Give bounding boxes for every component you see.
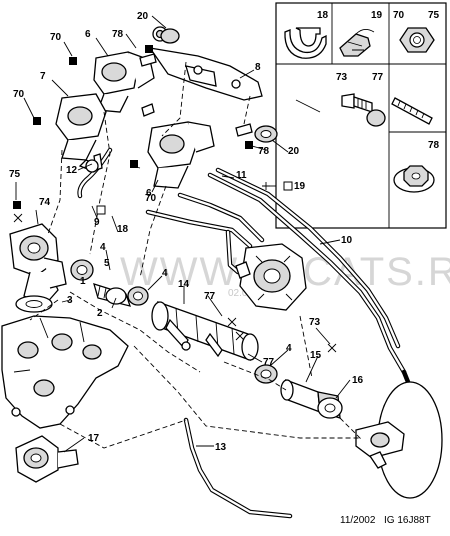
callout-14: 14 [178, 279, 190, 290]
callout-70: 70 [13, 89, 25, 100]
pipes [77, 147, 411, 519]
callout-18: 18 [117, 224, 129, 235]
grommets-20 [160, 28, 278, 143]
callout-5: 5 [104, 258, 110, 269]
callout-16: 16 [352, 375, 364, 386]
marker-cross [235, 331, 245, 341]
callout-1: 1 [80, 276, 86, 287]
callout-4: 4 [162, 268, 168, 279]
marker-arrow [262, 182, 270, 190]
nut-drawing [399, 27, 435, 53]
marker-cross [227, 317, 237, 327]
callout-6: 6 [85, 29, 91, 40]
egr-valve-left [55, 93, 107, 171]
callout-70: 70 [145, 193, 157, 204]
egr-valve-lower [147, 121, 215, 189]
callout-17: 17 [88, 433, 100, 444]
marker-square [33, 117, 41, 125]
marker-square [145, 45, 153, 53]
markers [13, 45, 337, 353]
marker-square [13, 201, 21, 209]
washer-nut-drawing [393, 165, 435, 193]
callout-11: 11 [236, 170, 247, 181]
callout-2: 2 [97, 308, 103, 319]
exhaust-manifold [1, 315, 129, 429]
marker-open-square [96, 205, 106, 215]
marker-open-square [283, 181, 293, 191]
callout-6: 6 [146, 188, 152, 199]
egr-valve-74 [9, 223, 67, 307]
egr-cooler-14 [151, 301, 259, 361]
hose-assembly [70, 259, 149, 307]
bolt-drawing [341, 93, 386, 127]
callout-20: 20 [137, 11, 149, 22]
dashed-guides [29, 61, 363, 449]
callout-19: 19 [294, 181, 306, 192]
gasket-3 [15, 295, 53, 313]
footer-date: 11/2002 [340, 515, 376, 526]
callout-10: 10 [341, 235, 353, 246]
inset-label-19: 19 [371, 10, 383, 21]
marker-square [245, 141, 253, 149]
inset-label-77: 77 [372, 72, 384, 83]
pipe-mid-2 [177, 192, 265, 243]
callout-15: 15 [310, 350, 322, 361]
clip-19-drawing [339, 29, 375, 57]
callout-12: 12 [66, 165, 78, 176]
callout-9: 9 [94, 217, 100, 228]
callout-75: 75 [9, 169, 21, 180]
egr-adapter-17 [15, 435, 79, 483]
clip-18-drawing [284, 27, 327, 59]
callout-74: 74 [39, 197, 51, 208]
inset-label-75: 75 [428, 10, 440, 21]
callout-73: 73 [309, 317, 321, 328]
marker-square [130, 160, 138, 168]
marker-cross [327, 343, 337, 353]
marker-square [69, 57, 77, 65]
inset-label-73: 73 [336, 72, 348, 83]
callout-3: 3 [67, 295, 73, 306]
bracket-8 [148, 47, 263, 101]
marker-cross [13, 213, 23, 223]
callout-78: 78 [258, 146, 270, 157]
vacuum-pump [235, 243, 307, 311]
vacuum-reservoir [355, 381, 443, 499]
callout-77: 77 [204, 291, 216, 302]
footer-code: IG 16J88T [384, 515, 431, 526]
small-fasteners [85, 53, 253, 173]
inset-label-78: 78 [428, 140, 440, 151]
stud-drawing [391, 97, 433, 125]
connector-15 [280, 379, 343, 419]
callout-13: 13 [215, 442, 227, 453]
callout-labels: 20 78 6 70 8 7 70 20 78 12 75 11 19 70 6… [9, 11, 364, 453]
callout-78: 78 [112, 29, 124, 40]
callout-7: 7 [40, 71, 46, 82]
leader-lines [15, 15, 351, 453]
pipe-end [401, 369, 411, 385]
callout-4: 4 [100, 242, 106, 253]
callout-4: 4 [286, 343, 292, 354]
callout-8: 8 [255, 62, 261, 73]
callout-20: 20 [288, 146, 300, 157]
callout-77b: 77 [263, 357, 275, 368]
inset-panel: 18 19 70 75 73 77 [275, 2, 447, 229]
inset-label-18: 18 [317, 10, 329, 21]
callout-70: 70 [50, 32, 62, 43]
inset-label-70: 70 [393, 10, 405, 21]
